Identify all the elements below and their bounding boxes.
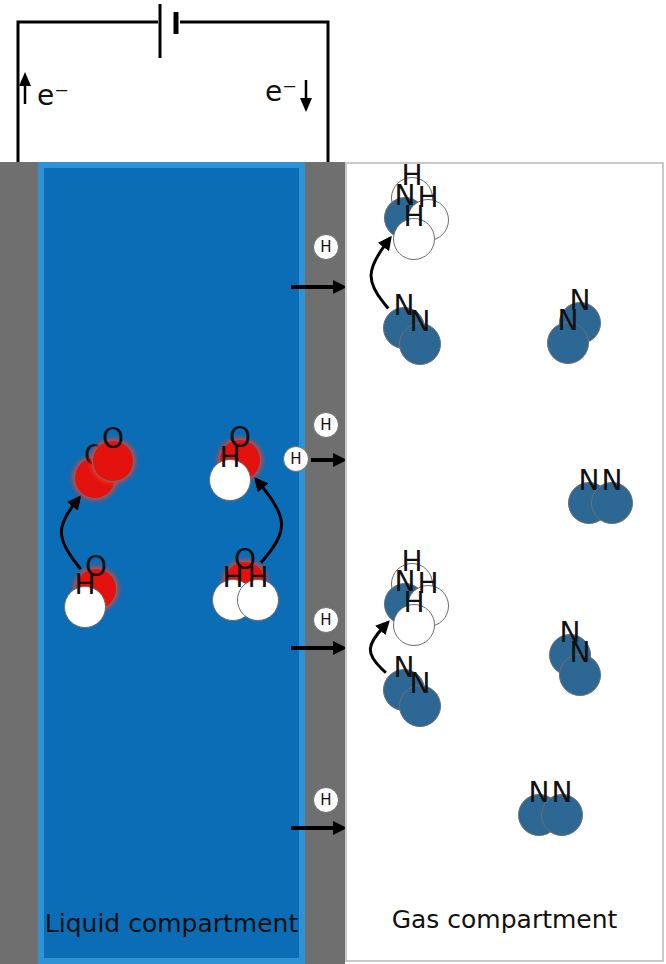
atom-symbol: H bbox=[210, 441, 250, 474]
electron-arrow bbox=[305, 80, 308, 100]
atom-symbol: O bbox=[93, 422, 133, 455]
liquid-glow bbox=[41, 165, 302, 961]
reaction-arrow bbox=[61, 498, 80, 570]
cathode bbox=[305, 162, 345, 964]
anode bbox=[0, 162, 38, 964]
hydrogen-atom: H bbox=[283, 446, 309, 472]
hydrogen-atom: H bbox=[313, 412, 339, 438]
hydrogen-atom: H bbox=[237, 579, 279, 621]
nitrogen-atom: N bbox=[547, 322, 589, 364]
wire bbox=[18, 22, 158, 162]
atom-symbol: H bbox=[320, 613, 331, 628]
reaction-arrow bbox=[370, 622, 388, 672]
atom-symbol: H bbox=[320, 418, 331, 433]
hydrogen-atom: H bbox=[313, 607, 339, 633]
liquid bbox=[38, 162, 305, 964]
proton-arrow bbox=[291, 285, 334, 289]
battery-plate bbox=[159, 4, 162, 58]
atom-symbol: H bbox=[65, 568, 105, 601]
nitrogen-atom: N bbox=[559, 654, 601, 696]
electron-arrow bbox=[24, 84, 27, 104]
atom-symbol: H bbox=[290, 452, 301, 467]
gas-compartment: Gas compartmentHNHHNNNNNNHNHHNNNNNN bbox=[345, 162, 664, 962]
battery-plate bbox=[174, 12, 179, 34]
atom-symbol: N bbox=[400, 667, 440, 700]
electron-arrow-head bbox=[300, 98, 312, 112]
hydrogen-atom: H bbox=[313, 234, 339, 260]
atom-symbol: N bbox=[542, 776, 582, 809]
compartment-label: Gas compartment bbox=[347, 905, 662, 935]
atom-symbol: N bbox=[560, 636, 600, 669]
atom-symbol: N bbox=[548, 304, 588, 337]
hydrogen-atom: H bbox=[313, 787, 339, 813]
hydrogen-atom: H bbox=[393, 604, 435, 646]
wire bbox=[180, 22, 328, 162]
compartment-label: Liquid compartment bbox=[38, 909, 305, 939]
atom-symbol: H bbox=[394, 586, 434, 619]
hydrogen-atom: H bbox=[393, 218, 435, 260]
proton-arrow bbox=[291, 826, 334, 830]
nitrogen-atom: N bbox=[541, 794, 583, 836]
atom-symbol: N bbox=[592, 464, 632, 497]
reaction-arrow bbox=[371, 238, 390, 308]
atom-symbol: H bbox=[394, 200, 434, 233]
oxygen-atom: O bbox=[92, 440, 134, 482]
atom-symbol: H bbox=[320, 240, 331, 255]
proton-arrow bbox=[291, 646, 334, 650]
atom-symbol: H bbox=[238, 561, 278, 594]
electron-label: e⁻ bbox=[37, 82, 69, 110]
nitrogen-atom: N bbox=[399, 323, 441, 365]
proton-arrows bbox=[291, 280, 347, 835]
hydrogen-atom: H bbox=[64, 586, 106, 628]
atom-symbol: H bbox=[320, 793, 331, 808]
nitrogen-atom: N bbox=[399, 685, 441, 727]
liquid-compartment: Liquid compartmentOOOHOHOHH bbox=[38, 162, 305, 964]
nitrogen-atom: N bbox=[591, 482, 633, 524]
atom-symbol: N bbox=[400, 305, 440, 338]
reaction-arrow bbox=[256, 479, 282, 562]
hydrogen-atom: H bbox=[209, 459, 251, 501]
electron-arrow-head bbox=[19, 72, 31, 86]
electron-label: e⁻ bbox=[265, 78, 297, 106]
proton-arrow bbox=[311, 458, 334, 462]
